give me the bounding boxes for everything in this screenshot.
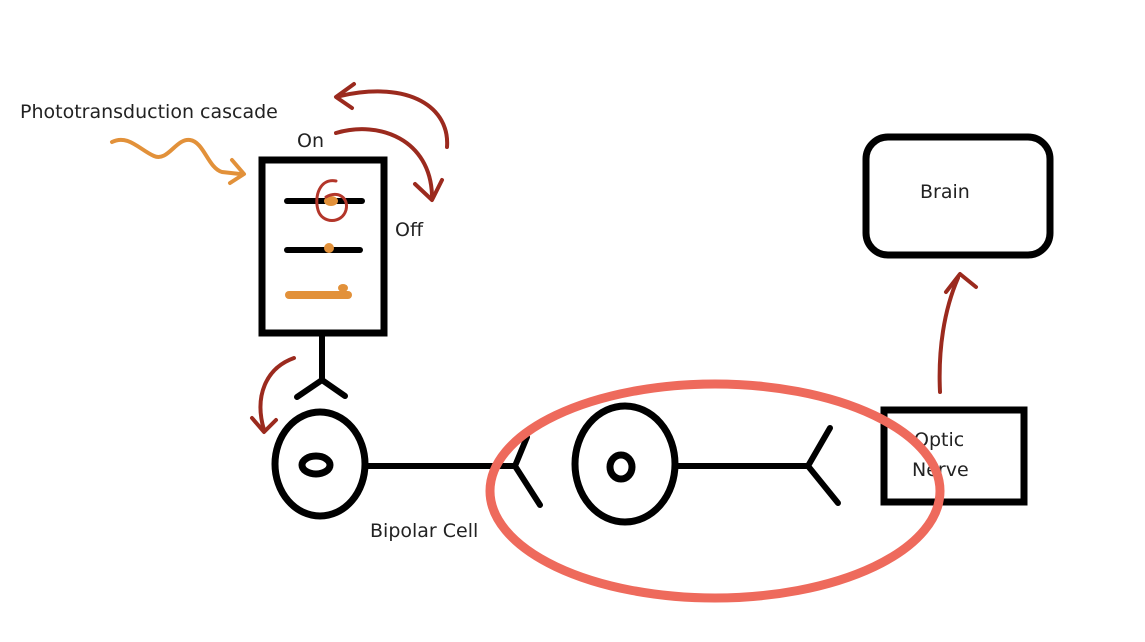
pigment-dot-bottom (338, 284, 348, 292)
bipolar-cell-label: Bipolar Cell (370, 520, 478, 542)
light-wave-arrow-head (228, 158, 246, 185)
bipolar-cell-body (271, 408, 369, 520)
light-wave-arrow (110, 137, 242, 176)
arrow-optic-to-brain-head (944, 272, 978, 294)
disc-red-scribble (315, 179, 348, 222)
ganglion-cell-body (571, 402, 679, 526)
pigment-dot-top (324, 196, 338, 206)
arrow-on-to-off-head (413, 178, 444, 202)
on-label: On (297, 130, 324, 152)
brain-label: Brain (920, 181, 970, 203)
optic-nerve-box (880, 406, 1028, 506)
arrow-to-bipolar (258, 356, 296, 432)
ganglion-axon-terminal (805, 425, 841, 506)
ganglion-cell-nucleus (606, 451, 636, 483)
bipolar-cell-nucleus (298, 452, 334, 478)
erased-patch (648, 534, 848, 594)
arrow-off-to-cascade (338, 89, 450, 149)
off-label: Off (395, 219, 424, 241)
ganglion-dendrite (512, 434, 543, 508)
arrow-off-to-cascade-head (334, 82, 356, 110)
arrow-to-bipolar-head (250, 416, 278, 434)
brain-box (862, 133, 1054, 259)
optic-nerve-label-line1: Optic (914, 429, 964, 451)
photoreceptor-terminal (294, 377, 348, 400)
pigment-dot-middle (324, 243, 334, 253)
highlight-ellipse (485, 379, 945, 603)
phototransduction-label: Phototransduction cascade (20, 101, 278, 123)
arrow-optic-to-brain (937, 276, 960, 394)
arrow-on-to-off (334, 127, 434, 197)
